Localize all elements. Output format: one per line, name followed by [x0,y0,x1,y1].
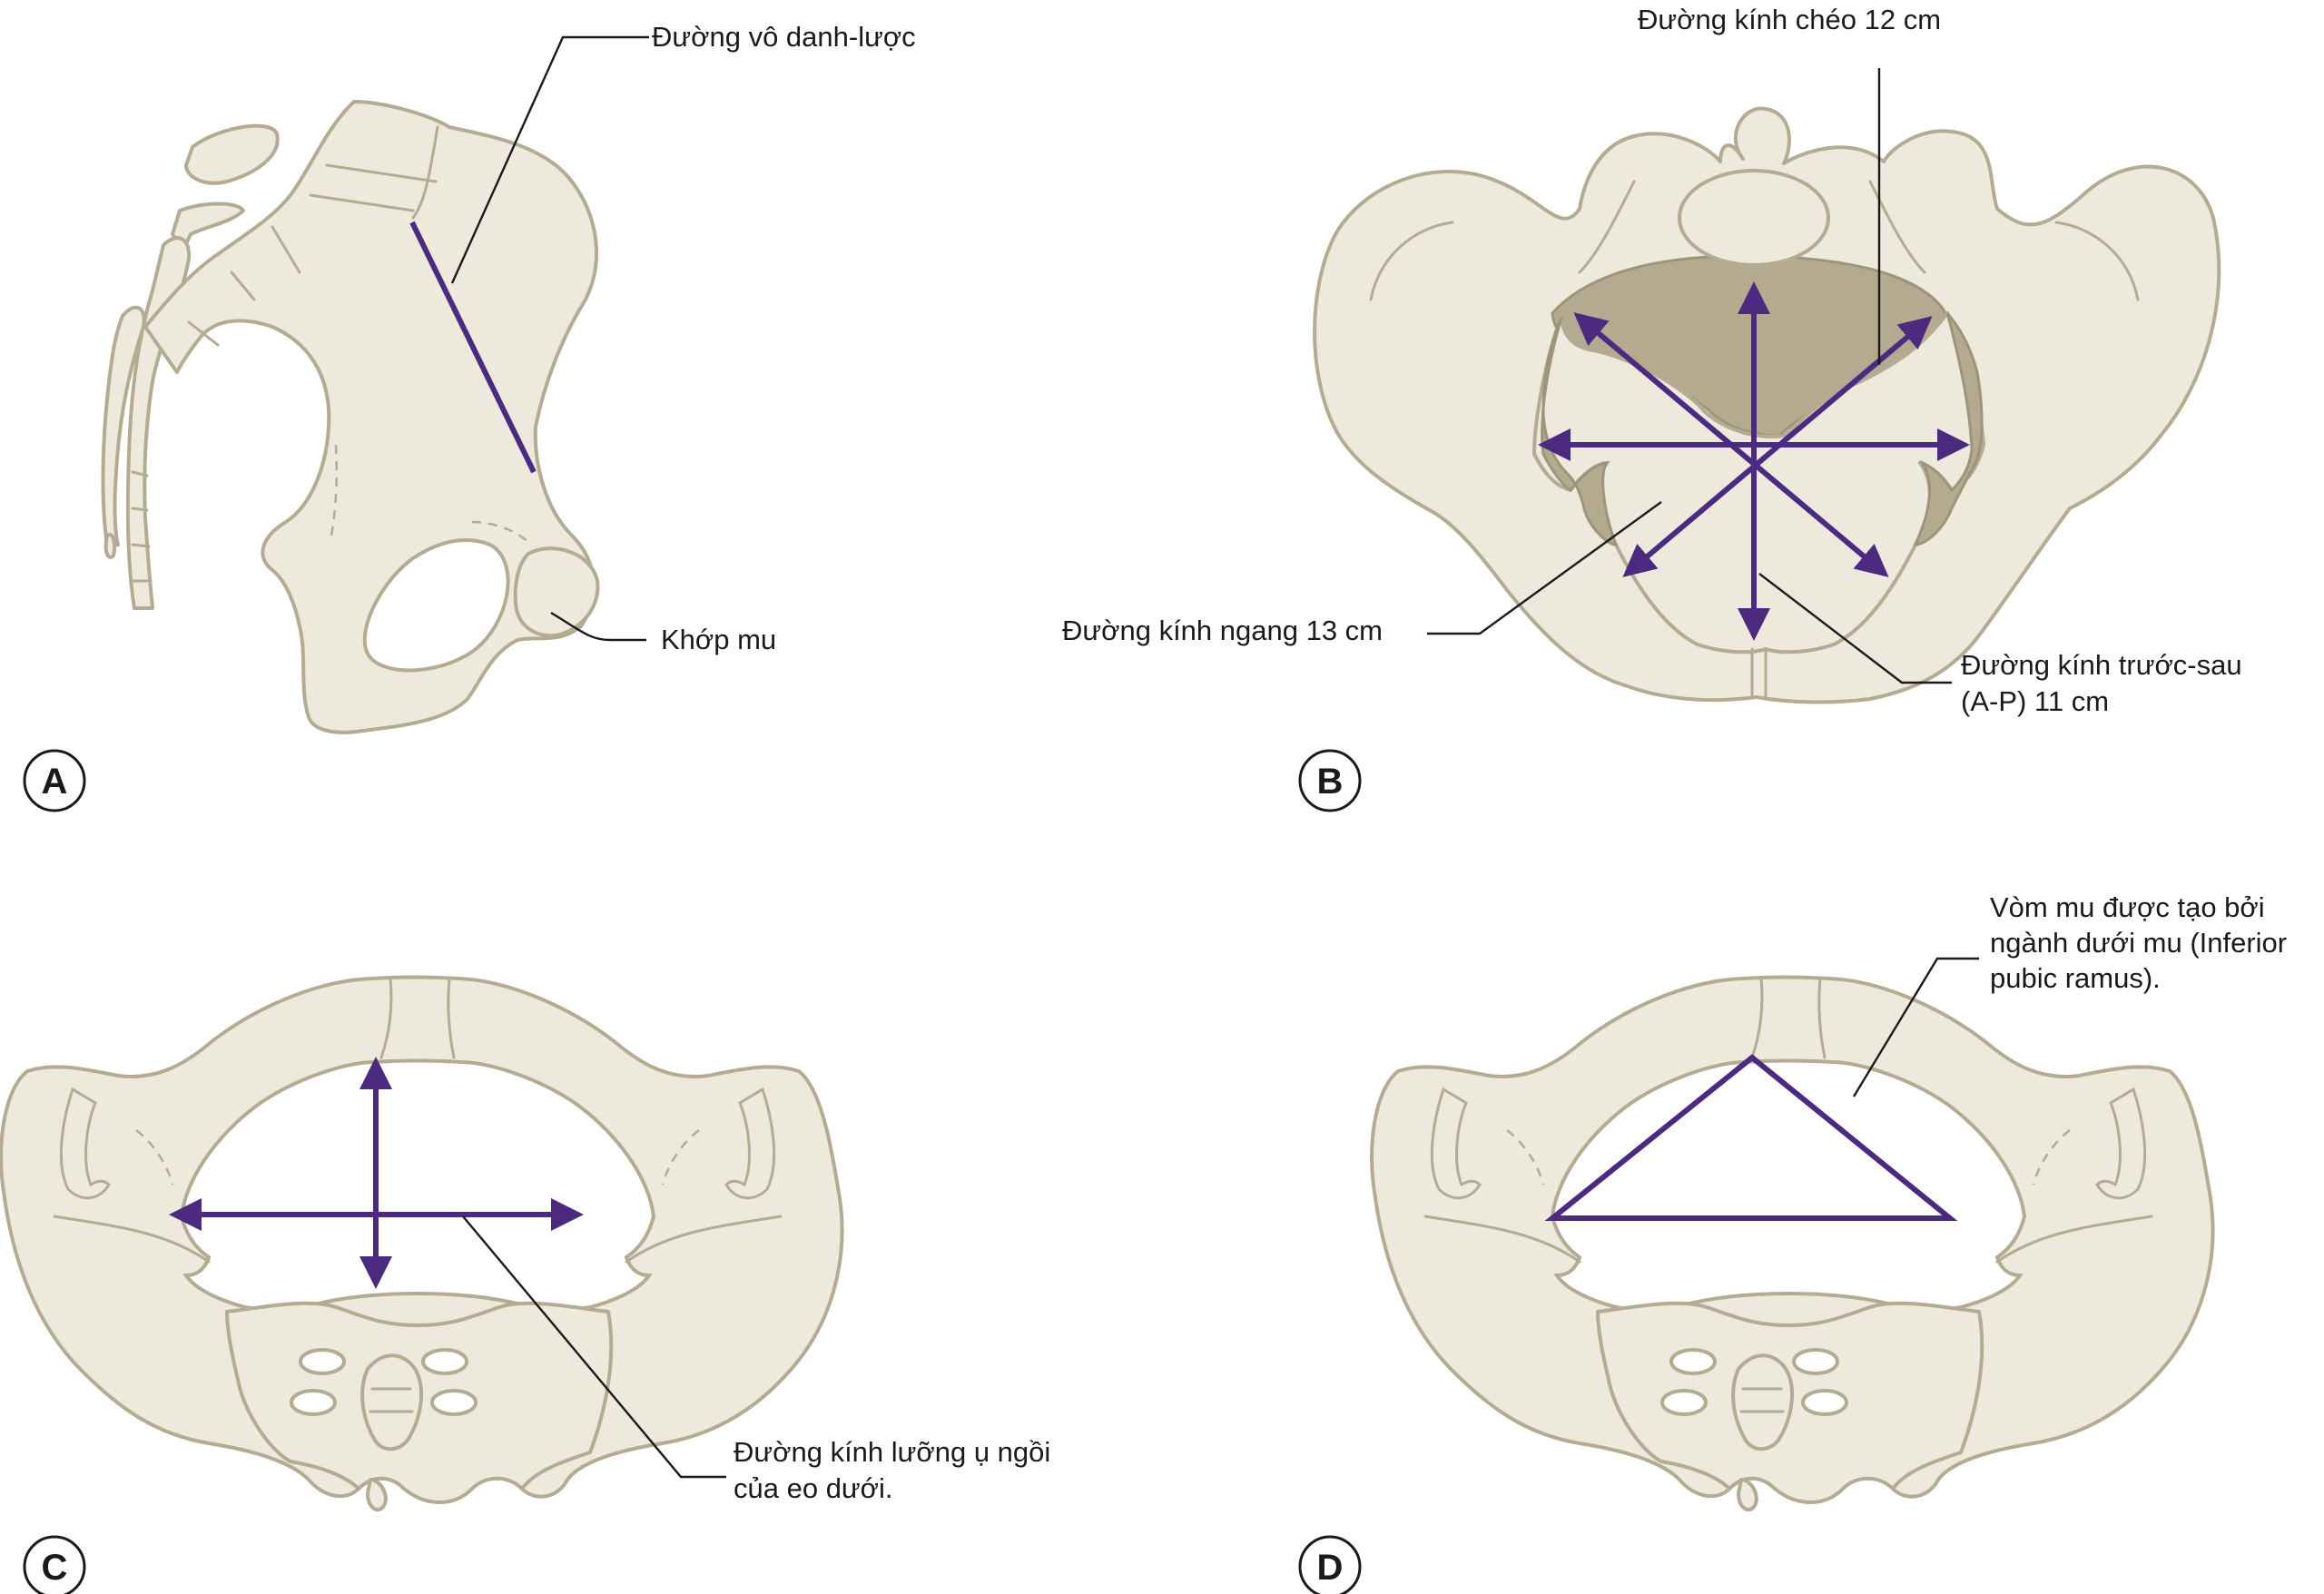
panel-a: Đường vô danh-lược Khớp mu A [23,21,916,812]
sacrum-coccyx-lateral [101,123,280,610]
panel-d: Vòm mu được tạo bởi ngành dưới mu (Infer… [1298,891,2287,1594]
panel-b: Đường kính chéo 12 cm Đường kính ngang 1… [1062,4,2242,812]
label-pubic-arch-line3: pubic ramus). [1990,962,2161,994]
leader-pubic-joint [550,611,646,642]
label-ap-diameter-line1: Đường kính trước-sau [1961,649,2242,681]
outlet-diameters [169,1057,584,1289]
hip-bone-lateral [143,100,600,734]
leader-ap [1758,573,1952,684]
label-oblique-diameter: Đường kính chéo 12 cm [1638,4,1941,35]
label-intertuberous-line2: của eo dưới. [734,1472,893,1504]
label-pubic-joint: Khớp mu [661,624,776,655]
leader-iliopectineal [450,35,649,284]
pubic-arch-triangle [1544,1054,1958,1221]
leader-intertuberous [462,1215,726,1479]
pelvis-outlet-bones-c [0,975,844,1512]
panel-a-badge: A [23,749,86,812]
panel-c-badge: C [23,1535,86,1594]
label-iliopectineal-line: Đường vô danh-lược [652,21,916,53]
label-intertuberous-line1: Đường kính lưỡng ụ ngồi [734,1436,1050,1468]
panel-a-letter: A [42,762,68,802]
panel-b-letter: B [1317,762,1344,802]
panel-b-badge: B [1298,749,1362,812]
panel-d-badge: D [1298,1535,1362,1594]
panel-c-letter: C [42,1548,68,1588]
leader-transverse [1427,501,1662,635]
label-transverse-diameter: Đường kính ngang 13 cm [1062,615,1383,646]
iliopectineal-line [409,221,537,474]
label-ap-diameter-line2: (A-P) 11 cm [1961,685,2109,717]
label-pubic-arch-line1: Vòm mu được tạo bởi [1990,891,2265,923]
oblique-diameter-arrow-2 [1622,316,1933,577]
panel-c: Đường kính lưỡng ụ ngồi của eo dưới. C [0,975,1050,1594]
sacral-promontory-disc [1678,169,1830,267]
pelvis-outlet-bones-d [1370,975,2215,1512]
label-pubic-arch-line2: ngành dưới mu (Inferior [1990,927,2287,959]
pelvis-inlet-bones [1313,106,2221,704]
panel-d-letter: D [1317,1548,1344,1588]
inlet-diameters [1538,281,1970,641]
leader-pubic-arch [1852,957,1979,1097]
